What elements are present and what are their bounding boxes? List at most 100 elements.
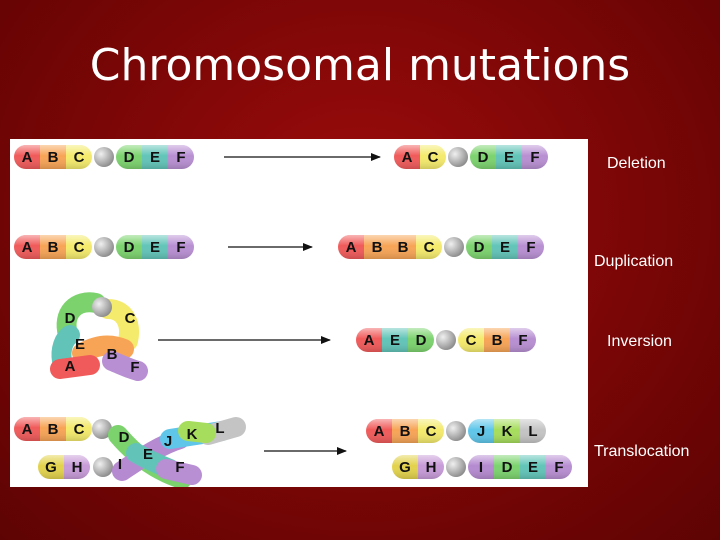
gene-letter: F <box>526 239 535 256</box>
gene-letter: E <box>504 149 514 166</box>
gene-letter: B <box>398 239 409 256</box>
segment-shine <box>520 455 546 479</box>
centromere-icon <box>92 297 112 317</box>
gene-letter: L <box>215 420 224 437</box>
segment-shine <box>142 145 168 169</box>
segment-shine <box>522 145 548 169</box>
gene-letter: E <box>528 459 538 476</box>
deletion-label: Deletion <box>607 155 666 172</box>
segment-shine <box>484 328 510 352</box>
segment-shine <box>14 235 40 259</box>
segment-shine <box>40 145 66 169</box>
segment-shine <box>494 419 520 443</box>
gene-letter: B <box>400 423 411 440</box>
segment-shine <box>64 455 90 479</box>
loop-band <box>72 335 134 363</box>
gene-letter: C <box>74 421 85 438</box>
segment-shine <box>356 328 382 352</box>
gene-letter: F <box>554 459 563 476</box>
gene-letter: A <box>22 239 33 256</box>
centromere-icon <box>446 421 466 441</box>
segment-shine <box>518 235 544 259</box>
gene-letter: E <box>390 332 400 349</box>
gene-letter: F <box>176 239 185 256</box>
segment-shine <box>168 145 194 169</box>
gene-letter: J <box>164 433 172 450</box>
segment-shine <box>40 235 66 259</box>
gene-letter: B <box>48 421 59 438</box>
segment-shine <box>392 455 418 479</box>
gene-letter: F <box>530 149 539 166</box>
gene-letter: A <box>22 421 33 438</box>
gene-letter: B <box>107 346 118 363</box>
segment-shine <box>38 455 64 479</box>
gene-letter: D <box>474 239 485 256</box>
segment-shine <box>364 235 390 259</box>
gene-letter: I <box>118 456 122 473</box>
translocation-label: Translocation <box>594 443 690 460</box>
gene-letter: C <box>74 239 85 256</box>
segment-shine <box>382 328 408 352</box>
gene-letter: C <box>125 310 136 327</box>
segment-shine <box>116 145 142 169</box>
gene-letter: C <box>74 149 85 166</box>
centromere-icon <box>448 147 468 167</box>
segment-shine <box>416 235 442 259</box>
gene-letter: E <box>75 336 85 353</box>
segment-shine <box>40 417 66 441</box>
segment-shine <box>494 455 520 479</box>
gene-letter: F <box>518 332 527 349</box>
gene-letter: D <box>502 459 513 476</box>
gene-letter: A <box>374 423 385 440</box>
gene-letter: F <box>175 459 184 476</box>
cross-band <box>156 459 202 485</box>
inversion-label: Inversion <box>607 333 672 350</box>
gene-letter: B <box>372 239 383 256</box>
gene-letter: D <box>416 332 427 349</box>
segment-shine <box>392 419 418 443</box>
gene-letter: D <box>65 310 76 327</box>
gene-letter: A <box>22 149 33 166</box>
segment-shine <box>66 417 92 441</box>
segment-shine <box>492 235 518 259</box>
gene-letter: B <box>48 239 59 256</box>
gene-letter: B <box>48 149 59 166</box>
gene-letter: E <box>150 149 160 166</box>
gene-letter: B <box>492 332 503 349</box>
centromere-icon <box>93 457 113 477</box>
segment-shine <box>366 419 392 443</box>
gene-letter: A <box>65 358 76 375</box>
loop-band <box>50 355 100 379</box>
segment-shine <box>408 328 434 352</box>
segment-shine <box>418 419 444 443</box>
gene-letter: F <box>130 359 139 376</box>
gene-letter: I <box>479 459 483 476</box>
inversion-loop-chromosome: D C E B A F <box>50 292 148 381</box>
segment-shine <box>520 419 546 443</box>
gene-letter: D <box>478 149 489 166</box>
segment-shine <box>470 145 496 169</box>
gene-letter: D <box>124 239 135 256</box>
gene-letter: C <box>424 239 435 256</box>
gene-letter: E <box>150 239 160 256</box>
segment-shine <box>496 145 522 169</box>
gene-letter: K <box>187 426 198 443</box>
gene-letter: D <box>124 149 135 166</box>
slide-title: Chromosomal mutations <box>89 40 631 91</box>
segment-shine <box>168 235 194 259</box>
gene-letter: E <box>500 239 510 256</box>
gene-letter: E <box>143 446 153 463</box>
gene-letter: H <box>72 459 83 476</box>
segment-shine <box>394 145 420 169</box>
gene-letter: J <box>477 423 485 440</box>
duplication-label: Duplication <box>594 253 674 270</box>
segment-shine <box>66 235 92 259</box>
centromere-icon <box>444 237 464 257</box>
segment-shine <box>546 455 572 479</box>
gene-letter: G <box>399 459 411 476</box>
